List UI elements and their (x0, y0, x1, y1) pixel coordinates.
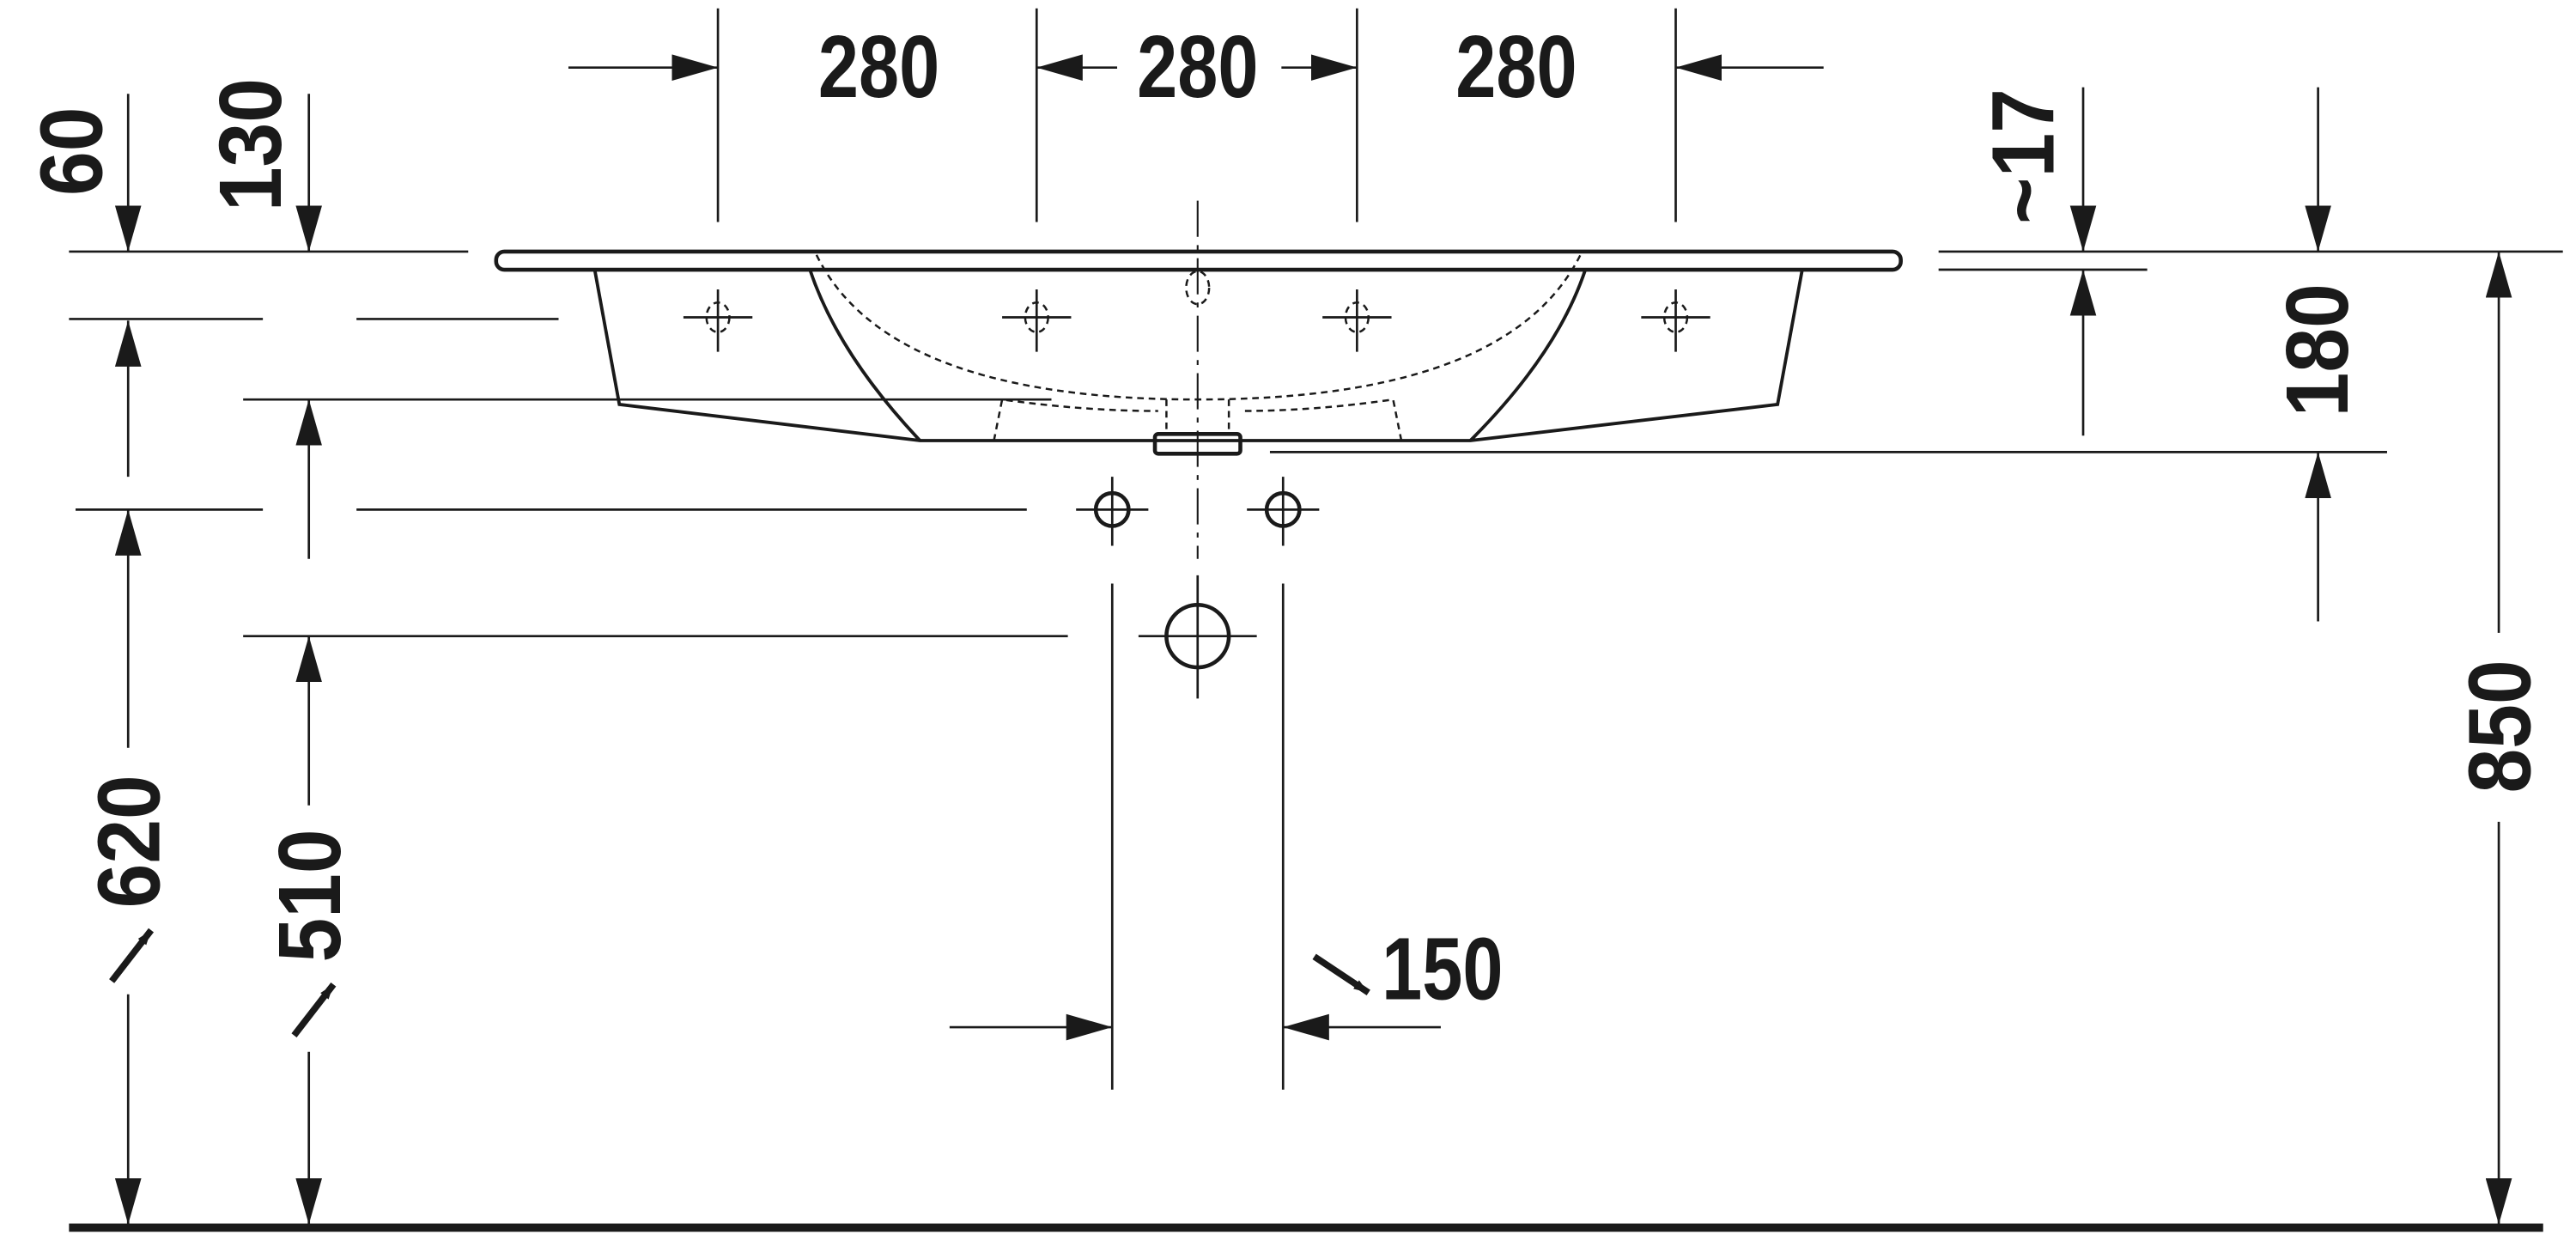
water-supply-left-icon (1076, 477, 1149, 546)
water-supply-right-icon (1247, 477, 1320, 546)
dimension-510: 510 (259, 399, 359, 1225)
dim-280-center: 280 (1137, 17, 1258, 117)
extension-lines-top (716, 8, 1677, 222)
basin-outline (494, 200, 1903, 559)
tap-hole-icon (1322, 289, 1392, 352)
waste-outlet-icon (1138, 575, 1257, 699)
dim-17: ~17 (1973, 88, 2073, 224)
dim-150: 150 (1382, 920, 1503, 1019)
dimension-150: 150 (949, 920, 1504, 1041)
tap-hole-icon (1641, 289, 1710, 352)
tap-hole-icon (683, 289, 753, 352)
dimension-620: 620 (79, 320, 179, 1225)
dimension-280-spacings: 280 280 280 (568, 17, 1824, 117)
dim-130: 130 (201, 78, 301, 211)
dim-180: 180 (2268, 283, 2367, 417)
tap-hole-icon (1002, 289, 1072, 352)
dim-280-right: 280 (1455, 17, 1577, 117)
tap-hole-markers (683, 289, 1710, 352)
supply-connections (1076, 477, 1320, 1090)
dimension-right: ~17 180 850 (1938, 87, 2563, 1225)
dim-280-left: 280 (818, 17, 939, 117)
dim-510: 510 (259, 829, 359, 962)
reference-lines (69, 318, 2387, 638)
overflow-icon (1185, 270, 1211, 306)
dim-620: 620 (79, 775, 179, 908)
dim-850: 850 (2450, 660, 2549, 793)
dimension-60-130: 60 130 (21, 78, 469, 253)
dim-60: 60 (21, 107, 121, 196)
